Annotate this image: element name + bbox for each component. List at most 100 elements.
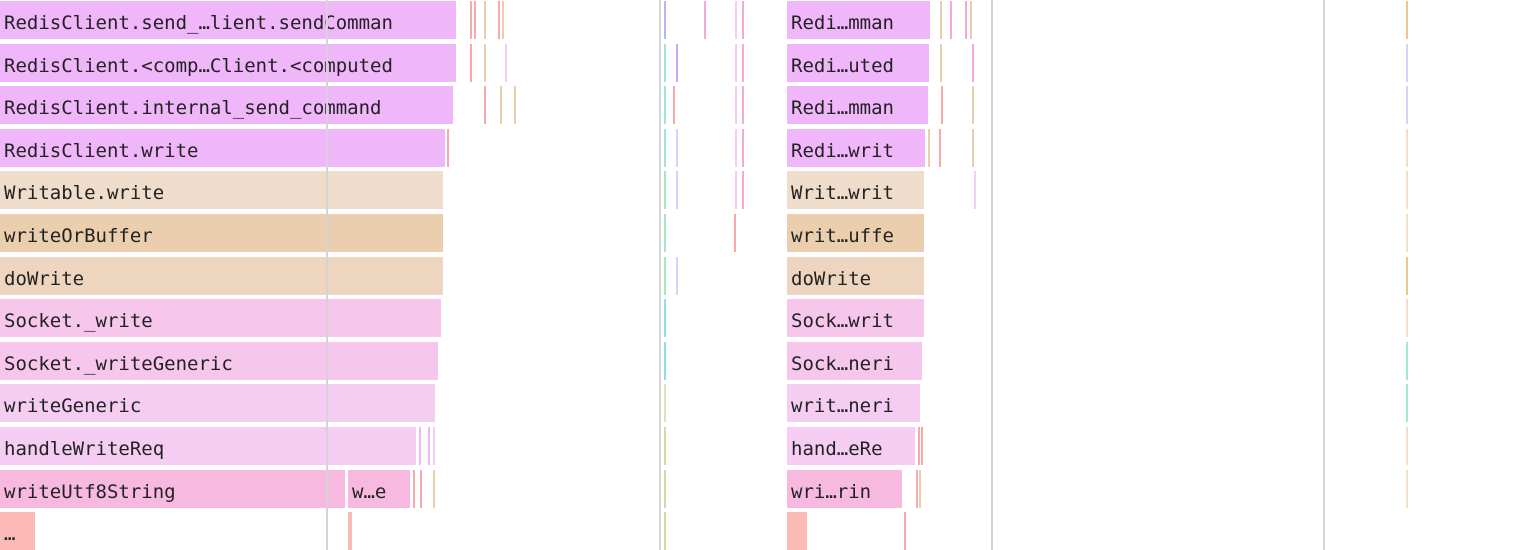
- flame-frame-sliver[interactable]: [664, 469, 666, 508]
- flame-frame-sliver[interactable]: [419, 427, 421, 465]
- flame-frame-sliver[interactable]: [676, 256, 678, 295]
- flame-frame-sliver[interactable]: [742, 43, 744, 82]
- flame-frame-sliver[interactable]: [928, 128, 930, 167]
- flame-frame-sliver[interactable]: [950, 1, 952, 39]
- flame-frame-sliver[interactable]: [965, 1, 967, 39]
- flame-frame-sliver[interactable]: [940, 1, 942, 39]
- flame-frame-sliver[interactable]: [742, 1, 744, 39]
- flame-frame-sliver[interactable]: [1406, 341, 1408, 380]
- flame-frame-sliver[interactable]: [474, 1, 476, 39]
- flame-frame[interactable]: Redi…mman: [787, 86, 928, 125]
- flame-frame[interactable]: writeOrBuffer: [0, 214, 443, 252]
- flame-frame-sliver[interactable]: [735, 1, 737, 39]
- flame-frame-sliver[interactable]: [916, 469, 918, 508]
- flame-frame-sliver[interactable]: [676, 128, 678, 167]
- flame-frame-sliver[interactable]: [972, 128, 974, 167]
- flame-frame-sliver[interactable]: [1406, 384, 1408, 423]
- flame-frame-sliver[interactable]: [502, 1, 504, 39]
- flame-frame-sliver[interactable]: [350, 512, 352, 550]
- flame-frame[interactable]: wri…rin: [787, 469, 902, 508]
- flame-frame-sliver[interactable]: [664, 256, 666, 295]
- flame-frame-sliver[interactable]: [484, 43, 486, 82]
- flame-frame-sliver[interactable]: [919, 469, 921, 508]
- flame-frame-sliver[interactable]: [433, 427, 435, 465]
- flame-frame-sliver[interactable]: [734, 214, 736, 252]
- flame-frame-sliver[interactable]: [1406, 299, 1408, 338]
- flame-frame[interactable]: Writable.write: [0, 171, 443, 210]
- flame-frame-sliver[interactable]: [484, 86, 486, 125]
- flame-frame[interactable]: writ…uffe: [787, 214, 924, 252]
- flame-frame-sliver[interactable]: [664, 299, 666, 338]
- flame-frame[interactable]: Redi…writ: [787, 128, 925, 167]
- flame-frame[interactable]: [787, 512, 807, 550]
- flame-frame-sliver[interactable]: [664, 43, 666, 82]
- flame-frame-sliver[interactable]: [447, 128, 449, 167]
- flame-frame-sliver[interactable]: [1406, 43, 1408, 82]
- flame-frame-sliver[interactable]: [413, 469, 415, 508]
- flame-frame[interactable]: RedisClient.<comp…Client.<computed: [0, 43, 456, 82]
- flame-frame-sliver[interactable]: [918, 427, 920, 465]
- flame-frame-sliver[interactable]: [433, 469, 435, 508]
- flame-frame[interactable]: Redi…mman: [787, 1, 930, 39]
- flame-frame-sliver[interactable]: [664, 171, 666, 210]
- flame-frame[interactable]: Sock…writ: [787, 299, 924, 338]
- flame-frame[interactable]: RedisClient.send_…lient.sendComman: [0, 1, 456, 39]
- flame-frame-sliver[interactable]: [974, 171, 976, 210]
- flame-frame[interactable]: w…e: [348, 469, 410, 508]
- flame-frame-sliver[interactable]: [664, 341, 666, 380]
- flame-frame-sliver[interactable]: [1406, 1, 1408, 39]
- flame-frame[interactable]: Writ…writ: [787, 171, 924, 210]
- flame-frame-sliver[interactable]: [664, 427, 666, 465]
- flame-frame-sliver[interactable]: [676, 43, 678, 82]
- flame-frame-sliver[interactable]: [939, 128, 941, 167]
- flame-frame-sliver[interactable]: [1406, 469, 1408, 508]
- flame-frame[interactable]: RedisClient.internal_send_command: [0, 86, 453, 125]
- flame-frame-sliver[interactable]: [664, 384, 666, 423]
- flame-frame-sliver[interactable]: [940, 43, 942, 82]
- flame-frame-sliver[interactable]: [704, 1, 706, 39]
- flame-frame[interactable]: …: [0, 512, 35, 550]
- flame-frame[interactable]: Redi…uted: [787, 43, 929, 82]
- flame-frame[interactable]: doWrite: [787, 256, 924, 295]
- flame-frame-sliver[interactable]: [742, 171, 744, 210]
- flame-frame[interactable]: Socket._write: [0, 299, 441, 338]
- flame-frame-sliver[interactable]: [676, 171, 678, 210]
- flame-frame[interactable]: writeGeneric: [0, 384, 435, 423]
- flame-frame-sliver[interactable]: [470, 1, 472, 39]
- flame-frame-sliver[interactable]: [1406, 256, 1408, 295]
- flame-frame-sliver[interactable]: [664, 214, 666, 252]
- flame-frame-sliver[interactable]: [972, 86, 974, 125]
- flame-frame-sliver[interactable]: [941, 86, 943, 125]
- flame-frame-sliver[interactable]: [742, 128, 744, 167]
- flame-frame-sliver[interactable]: [498, 1, 500, 39]
- flame-frame-sliver[interactable]: [921, 427, 923, 465]
- flame-frame-sliver[interactable]: [735, 43, 737, 82]
- flame-frame[interactable]: doWrite: [0, 256, 443, 295]
- flame-frame-sliver[interactable]: [500, 86, 502, 125]
- flame-frame[interactable]: writ…neri: [787, 384, 920, 423]
- flame-frame-sliver[interactable]: [420, 469, 422, 508]
- flame-frame-sliver[interactable]: [972, 43, 974, 82]
- flame-frame-sliver[interactable]: [735, 128, 737, 167]
- flame-frame-sliver[interactable]: [970, 1, 972, 39]
- flame-frame[interactable]: Socket._writeGeneric: [0, 341, 438, 380]
- flame-frame-sliver[interactable]: [1406, 427, 1408, 465]
- flame-frame-sliver[interactable]: [664, 128, 666, 167]
- flame-frame-sliver[interactable]: [904, 512, 906, 550]
- flame-frame-sliver[interactable]: [1406, 128, 1408, 167]
- flame-frame[interactable]: hand…eRe: [787, 427, 915, 465]
- flame-frame-sliver[interactable]: [742, 86, 744, 125]
- flame-frame-sliver[interactable]: [470, 43, 472, 82]
- flame-frame[interactable]: RedisClient.write: [0, 128, 445, 167]
- flame-frame-sliver[interactable]: [735, 86, 737, 125]
- flame-frame-sliver[interactable]: [1406, 171, 1408, 210]
- flame-frame-sliver[interactable]: [673, 86, 675, 125]
- flame-frame-sliver[interactable]: [1406, 214, 1408, 252]
- flame-frame-sliver[interactable]: [484, 1, 486, 39]
- flame-frame-sliver[interactable]: [428, 427, 430, 465]
- flame-frame[interactable]: Sock…neri: [787, 341, 922, 380]
- flame-frame-sliver[interactable]: [1406, 86, 1408, 125]
- flame-frame[interactable]: handleWriteReq: [0, 427, 416, 465]
- flame-frame-sliver[interactable]: [514, 86, 516, 125]
- flame-frame-sliver[interactable]: [735, 171, 737, 210]
